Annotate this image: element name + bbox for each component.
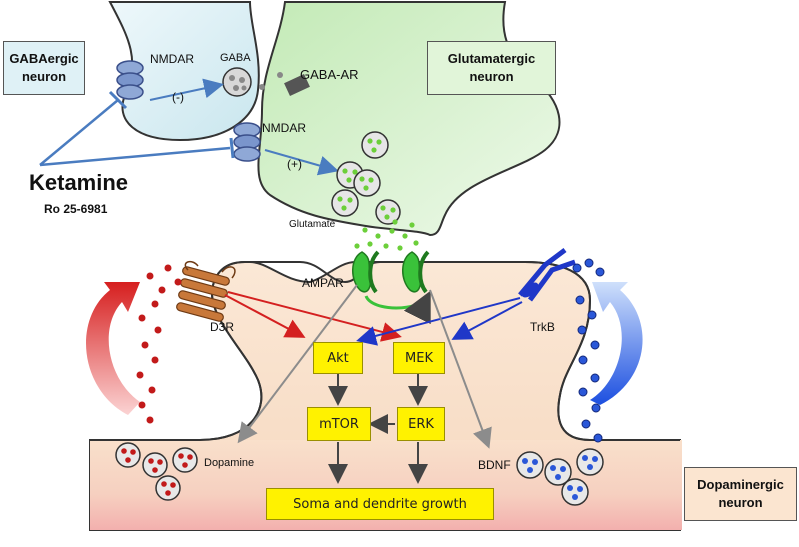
dopamine-release-arc-icon bbox=[86, 282, 140, 415]
mek-box: MEK bbox=[393, 342, 445, 374]
gaba-vesicle bbox=[222, 67, 252, 97]
gaba-vesicle-dot bbox=[241, 85, 247, 91]
ampar-to-bdnf-arrow bbox=[429, 289, 492, 449]
d3r-label: D3R bbox=[210, 320, 235, 334]
gaba-vesicle-dot bbox=[239, 77, 245, 83]
bdnf-molecules bbox=[575, 295, 603, 443]
gaba-nmdar-to-gaba-arrow bbox=[149, 78, 224, 101]
akt-box: Akt bbox=[313, 342, 363, 374]
gaba-label: GABA bbox=[220, 52, 251, 64]
dopamine-vesicles bbox=[115, 442, 198, 501]
plus-label: (+) bbox=[287, 157, 302, 171]
bdnf-vesicles bbox=[516, 448, 604, 506]
trkb-to-mek-arrow bbox=[451, 301, 523, 340]
mek-text: MEK bbox=[405, 350, 433, 366]
gaba-molecule bbox=[277, 72, 283, 78]
glutamatergic-neuron-terminal bbox=[257, 1, 561, 237]
dopaminergic-outline bbox=[90, 261, 680, 441]
dopamine-label: Dopamine bbox=[204, 457, 255, 469]
bdnf-molecules-top bbox=[572, 258, 605, 277]
mtor-text: mTOR bbox=[319, 416, 359, 432]
trkb-receptor-icon bbox=[518, 248, 576, 302]
glutamate-label: Glutamate bbox=[289, 219, 336, 230]
dopaminergic-neuron-text: Dopaminergic neuron bbox=[697, 477, 784, 510]
glutamate-vesicles bbox=[331, 131, 401, 225]
bdnf-label: BDNF bbox=[478, 458, 511, 472]
growth-text: Soma and dendrite growth bbox=[293, 496, 467, 512]
nmdar-to-glutamate-arrow bbox=[264, 149, 339, 176]
erk-text: ERK bbox=[408, 416, 434, 432]
gabaergic-neuron-label: GABAergic neuron bbox=[3, 41, 85, 95]
gabaergic-neuron-text: GABAergic neuron bbox=[9, 51, 79, 84]
d3r-to-akt-arrow bbox=[224, 294, 306, 338]
ampar-label: AMPAR bbox=[302, 276, 344, 290]
minus-label: (-) bbox=[172, 90, 184, 104]
ketamine-inhibition-glut bbox=[39, 146, 231, 167]
erk-box: ERK bbox=[397, 407, 445, 441]
ketamine-tbar-gaba bbox=[108, 90, 128, 110]
nmdar-gabaergic-icon bbox=[116, 60, 144, 100]
nmdar-glutamatergic-icon bbox=[233, 122, 261, 162]
glutamatergic-neuron-text: Glutamatergic neuron bbox=[447, 51, 536, 84]
ampar-receptor-icon bbox=[352, 250, 431, 325]
ketamine-inhibition-gaba bbox=[39, 99, 119, 166]
gaba-ar-receptor bbox=[284, 74, 310, 96]
ampar-to-dopamine-arrow bbox=[237, 284, 358, 444]
ketamine-label: Ketamine bbox=[29, 170, 129, 195]
gaba-ar-label: GABA-AR bbox=[300, 67, 359, 82]
released-glutamate bbox=[354, 219, 419, 251]
bdnf-release-arc-icon bbox=[590, 282, 643, 405]
growth-box: Soma and dendrite growth bbox=[266, 488, 494, 520]
gaba-vesicle-dot bbox=[229, 75, 235, 81]
ketamine-tbar-glut bbox=[229, 137, 235, 159]
d3r-receptor-icon bbox=[176, 260, 236, 322]
gaba-vesicle-dot bbox=[233, 85, 239, 91]
akt-text: Akt bbox=[327, 350, 349, 366]
glutamatergic-neuron-label: Glutamatergic neuron bbox=[427, 41, 556, 95]
ro-label: Ro 25-6981 bbox=[44, 202, 108, 216]
nmdar-glutamatergic-label: NMDAR bbox=[262, 121, 306, 135]
nmdar-gabaergic-label: NMDAR bbox=[150, 52, 194, 66]
dopaminergic-neuron-label: Dopaminergic neuron bbox=[684, 467, 797, 521]
mtor-box: mTOR bbox=[307, 407, 371, 441]
dopamine-molecules bbox=[136, 264, 182, 424]
gaba-molecule bbox=[259, 84, 265, 90]
trkb-label: TrkB bbox=[530, 320, 555, 334]
